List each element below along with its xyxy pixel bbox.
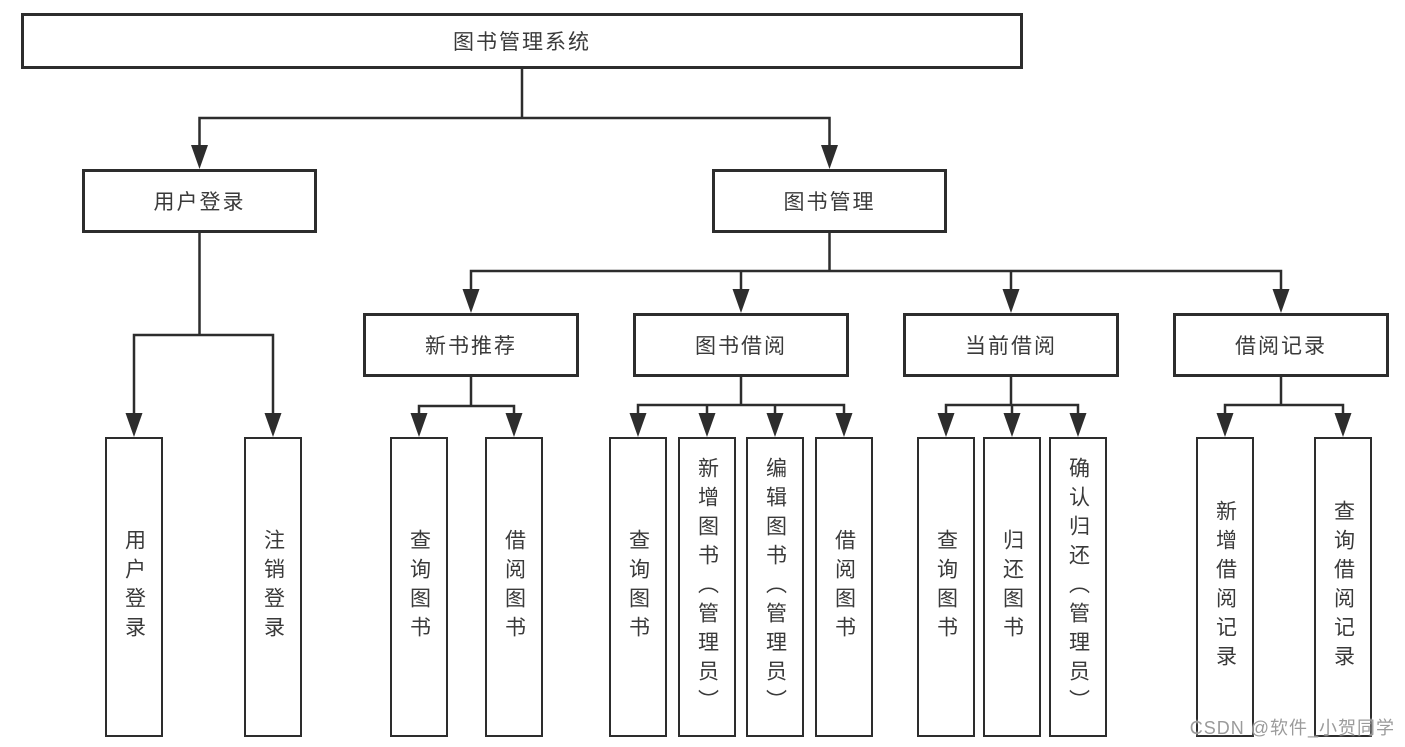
node-book-management-label: 图书管理 — [783, 191, 876, 214]
leaf-edit-books-admin-label: 编辑图书（管理员） — [763, 456, 787, 718]
node-borrowing-records: 借阅记录 — [1173, 313, 1389, 377]
edge-borrow-children — [629, 377, 853, 437]
leaf-confirm-return-admin: 确认归还（管理员） — [1049, 437, 1107, 737]
leaf-borrowing-query-books: 查询图书 — [609, 437, 667, 737]
edge-root-children — [191, 69, 838, 169]
leaf-add-books-admin: 新增图书（管理员） — [678, 437, 736, 737]
leaf-return-books: 归还图书 — [983, 437, 1041, 737]
leaf-recommend-query-books: 查询图书 — [390, 437, 448, 737]
edge-login-children — [125, 233, 282, 437]
leaf-add-borrow-record: 新增借阅记录 — [1196, 437, 1254, 737]
node-book-borrowing: 图书借阅 — [633, 313, 849, 377]
leaf-current-query-books: 查询图书 — [917, 437, 975, 737]
csdn-watermark: CSDN @软件_小贺同学 — [1189, 718, 1395, 738]
edge-records-children — [1216, 377, 1352, 437]
edge-recommend-children — [410, 377, 523, 437]
leaf-query-borrow-record: 查询借阅记录 — [1314, 437, 1372, 737]
leaf-add-books-admin-label: 新增图书（管理员） — [695, 456, 719, 718]
edge-manage-children — [462, 233, 1290, 313]
leaf-logout-label: 注销登录 — [261, 529, 285, 645]
leaf-borrowing-borrow-books-label: 借阅图书 — [832, 529, 856, 645]
node-current-borrowing: 当前借阅 — [903, 313, 1119, 377]
leaf-logout: 注销登录 — [244, 437, 302, 737]
leaf-user-login-label: 用户登录 — [122, 529, 146, 645]
node-new-book-recommend: 新书推荐 — [363, 313, 579, 377]
node-borrowing-records-label: 借阅记录 — [1235, 335, 1327, 358]
node-book-borrowing-label: 图书借阅 — [695, 335, 787, 358]
leaf-recommend-borrow-books: 借阅图书 — [485, 437, 543, 737]
leaf-recommend-borrow-books-label: 借阅图书 — [502, 529, 526, 645]
node-library-system-label: 图书管理系统 — [453, 31, 591, 54]
leaf-borrowing-query-books-label: 查询图书 — [626, 529, 650, 645]
node-current-borrowing-label: 当前借阅 — [965, 335, 1057, 358]
leaf-borrowing-borrow-books: 借阅图书 — [815, 437, 873, 737]
leaf-user-login: 用户登录 — [105, 437, 163, 737]
leaf-edit-books-admin: 编辑图书（管理员） — [746, 437, 804, 737]
edge-current-children — [937, 377, 1087, 437]
leaf-recommend-query-books-label: 查询图书 — [407, 529, 431, 645]
leaf-query-borrow-record-label: 查询借阅记录 — [1331, 500, 1355, 674]
node-user-login: 用户登录 — [82, 169, 317, 233]
node-user-login-label: 用户登录 — [153, 191, 246, 214]
leaf-add-borrow-record-label: 新增借阅记录 — [1213, 500, 1237, 674]
leaf-current-query-books-label: 查询图书 — [934, 529, 958, 645]
node-new-book-recommend-label: 新书推荐 — [425, 335, 517, 358]
leaf-confirm-return-admin-label: 确认归还（管理员） — [1066, 456, 1090, 718]
node-library-system: 图书管理系统 — [21, 13, 1023, 69]
node-book-management: 图书管理 — [712, 169, 947, 233]
leaf-return-books-label: 归还图书 — [1000, 529, 1024, 645]
